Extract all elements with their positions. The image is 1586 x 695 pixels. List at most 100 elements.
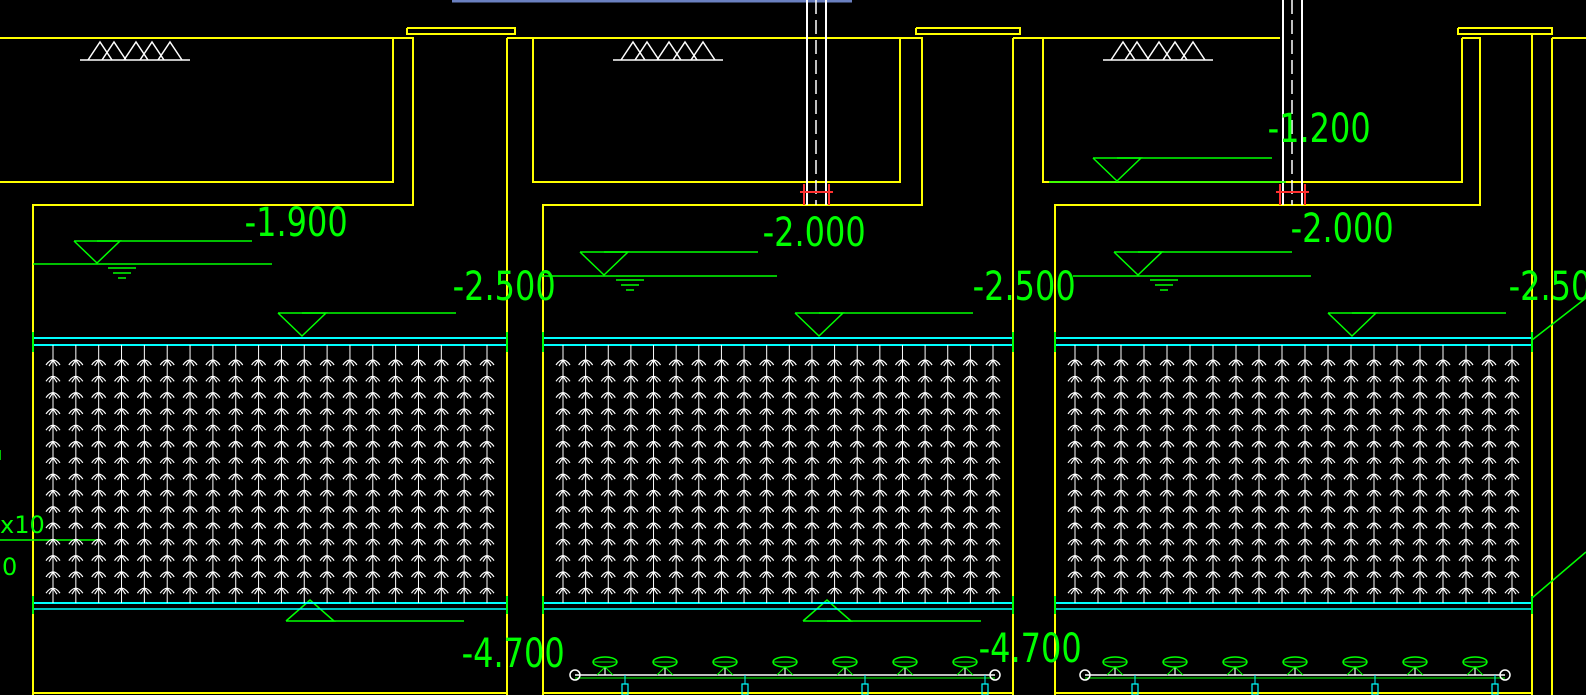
media-tuft — [114, 375, 130, 383]
media-tuft — [713, 505, 729, 514]
media-tuft — [273, 570, 289, 579]
aerator-pipe-3 — [1079, 656, 1511, 695]
media-tuft — [456, 391, 472, 399]
media-tuft — [273, 554, 289, 562]
media-tuft — [1067, 554, 1083, 562]
media-tuft — [68, 570, 84, 579]
media-tuft — [1435, 570, 1451, 579]
media-tuft — [296, 375, 312, 383]
media-tuft — [68, 407, 84, 416]
media-tuft — [1389, 505, 1405, 514]
media-tuft — [1435, 505, 1451, 514]
media-tuft — [985, 375, 1001, 383]
diffuser — [1162, 656, 1188, 676]
media-tuft — [365, 505, 381, 514]
media-tuft — [433, 375, 449, 383]
media-tuft — [1090, 521, 1106, 530]
media-tuft — [917, 570, 933, 579]
media-tuft — [1458, 391, 1474, 399]
media-tuft — [1182, 554, 1198, 562]
media-tuft — [456, 521, 472, 530]
aerator-pipe-2 — [569, 656, 1001, 695]
media-tuft — [713, 554, 729, 562]
media-tuft — [433, 554, 449, 562]
media-tuft — [578, 538, 594, 546]
media-tuft — [578, 424, 594, 432]
media-tuft — [1274, 407, 1290, 416]
media-tuft — [872, 587, 888, 595]
media-tuft — [804, 505, 820, 514]
media-tuft — [182, 538, 198, 546]
media-tuft — [759, 521, 775, 530]
media-tuft — [410, 489, 426, 497]
media-tuft — [872, 391, 888, 399]
media-tuft — [91, 521, 107, 530]
media-tuft — [940, 570, 956, 579]
media-tuft — [1067, 538, 1083, 546]
tank2-media-top-label: -2.500 — [973, 262, 1076, 309]
media-tuft — [849, 505, 865, 514]
media-tuft — [228, 521, 244, 530]
media-tuft — [759, 407, 775, 416]
media-tuft — [804, 407, 820, 416]
media-tuft — [1136, 424, 1152, 432]
media-tuft — [251, 489, 267, 497]
media-tuft — [319, 440, 335, 448]
media-tuft — [1481, 407, 1497, 416]
media-tuft — [114, 358, 130, 367]
media-tuft — [342, 570, 358, 579]
media-tuft — [849, 375, 865, 383]
media-tuft — [182, 407, 198, 416]
media-tuft — [456, 424, 472, 432]
media-tuft — [1504, 424, 1520, 432]
media-tuft — [940, 587, 956, 595]
media-tuft — [1412, 440, 1428, 448]
media-tuft — [1136, 391, 1152, 399]
media-tuft — [1481, 391, 1497, 399]
media-tuft — [985, 587, 1001, 595]
media-tuft — [894, 570, 910, 579]
media-tuft — [962, 440, 978, 448]
media-tuft — [456, 489, 472, 497]
diffuser — [712, 656, 738, 676]
media-tuft — [555, 358, 571, 367]
media-tuft — [1205, 358, 1221, 367]
media-tuft — [456, 358, 472, 367]
media-tuft — [228, 473, 244, 481]
media-tuft — [296, 440, 312, 448]
media-tuft — [623, 456, 639, 465]
media-tuft — [1205, 587, 1221, 595]
media-tuft — [45, 375, 61, 383]
media-tuft — [917, 375, 933, 383]
media-tuft — [1205, 407, 1221, 416]
media-tuft — [1228, 375, 1244, 383]
media-tuft — [319, 570, 335, 579]
media-tuft — [251, 473, 267, 481]
media-tuft — [1504, 358, 1520, 367]
media-tuft — [578, 473, 594, 481]
media-tuft — [1320, 554, 1336, 562]
media-tuft — [623, 407, 639, 416]
media-tuft — [600, 554, 616, 562]
media-tuft — [1412, 407, 1428, 416]
media-tuft — [1504, 538, 1520, 546]
soil-hatch-2 — [613, 40, 723, 61]
media-tuft — [555, 505, 571, 514]
media-tuft — [781, 375, 797, 383]
media-tuft — [45, 407, 61, 416]
media-tuft — [600, 505, 616, 514]
media-tuft — [1067, 587, 1083, 595]
media-tuft — [578, 391, 594, 399]
media-tuft — [1435, 489, 1451, 497]
media-tuft — [713, 424, 729, 432]
media-tuft — [759, 424, 775, 432]
media-tuft — [433, 538, 449, 546]
media-tuft — [713, 538, 729, 546]
media-tuft — [1113, 521, 1129, 530]
media-tuft — [736, 554, 752, 562]
media-tuft — [136, 587, 152, 595]
media-tuft — [205, 391, 221, 399]
media-tuft — [251, 407, 267, 416]
media-tuft — [804, 375, 820, 383]
media-tuft — [691, 489, 707, 497]
